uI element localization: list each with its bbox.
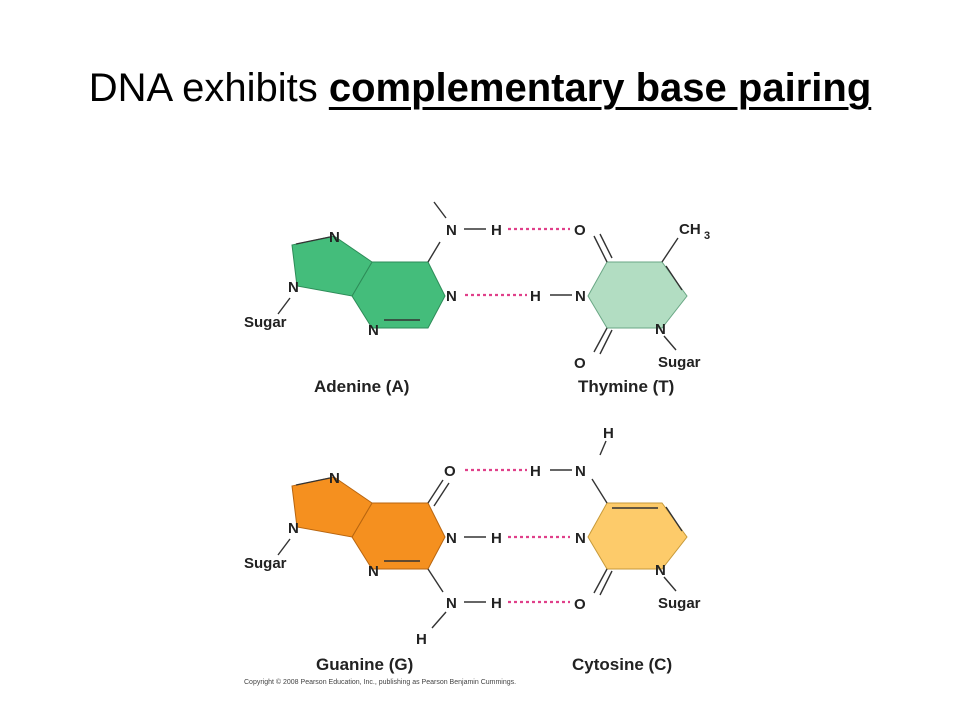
thymine-o4: O — [574, 222, 586, 239]
thymine-n3: N — [575, 288, 586, 305]
adenine-amino-n: N — [446, 222, 457, 239]
cytosine-amino-h: H — [530, 463, 541, 480]
thymine-ch-subscript: 3 — [704, 230, 710, 242]
adenine-sugar: Sugar — [244, 314, 287, 331]
guanine-sugar: Sugar — [244, 555, 287, 572]
thymine-ch-label: CH — [679, 221, 701, 238]
adenine-n7: N — [329, 229, 340, 246]
adenine-caption: Adenine (A) — [314, 377, 409, 396]
thymine-o2: O — [574, 355, 586, 372]
guanine-caption: Guanine (G) — [316, 655, 413, 674]
cytosine-n3: N — [575, 530, 586, 547]
guanine-amino-h: H — [491, 595, 502, 612]
guanine-n3: N — [368, 563, 379, 580]
cytosine-molecule — [550, 440, 688, 596]
guanine-imidazole-ring — [291, 476, 373, 538]
cytosine-amino-h2: H — [603, 425, 614, 442]
cytosine-amino-n: N — [575, 463, 586, 480]
cytosine-ring — [587, 502, 688, 570]
adenine-n1: N — [446, 288, 457, 305]
cytosine-sugar: Sugar — [658, 595, 701, 612]
guanine-amino-n: N — [446, 595, 457, 612]
thymine-n1: N — [655, 321, 666, 338]
thymine-caption: Thymine (T) — [578, 377, 674, 396]
guanine-h1: H — [491, 530, 502, 547]
guanine-molecule — [277, 476, 486, 629]
adenine-n3: N — [368, 322, 379, 339]
title-plain: DNA exhibits — [88, 66, 329, 110]
adenine-molecule — [277, 201, 486, 329]
adenine-n9: N — [288, 279, 299, 296]
thymine-ring — [587, 261, 688, 329]
thymine-molecule — [550, 233, 688, 355]
guanine-amino-h2: H — [416, 631, 427, 648]
cytosine-caption: Cytosine (C) — [572, 655, 672, 674]
copyright-notice: Copyright © 2008 Pearson Education, Inc.… — [244, 678, 516, 686]
cytosine-n1: N — [655, 562, 666, 579]
slide-title: DNA exhibits complementary base pairing — [0, 66, 960, 111]
adenine-imidazole-ring — [291, 235, 373, 297]
cytosine-o2: O — [574, 596, 586, 613]
title-emphasis: complementary base pairing — [328, 66, 872, 110]
guanine-n1: N — [446, 530, 457, 547]
guanine-o6: O — [444, 463, 456, 480]
thymine-sugar: Sugar — [658, 354, 701, 371]
guanine-n9: N — [288, 520, 299, 537]
guanine-n7: N — [329, 470, 340, 487]
thymine-h3: H — [530, 288, 541, 305]
adenine-amino-h: H — [491, 222, 502, 239]
